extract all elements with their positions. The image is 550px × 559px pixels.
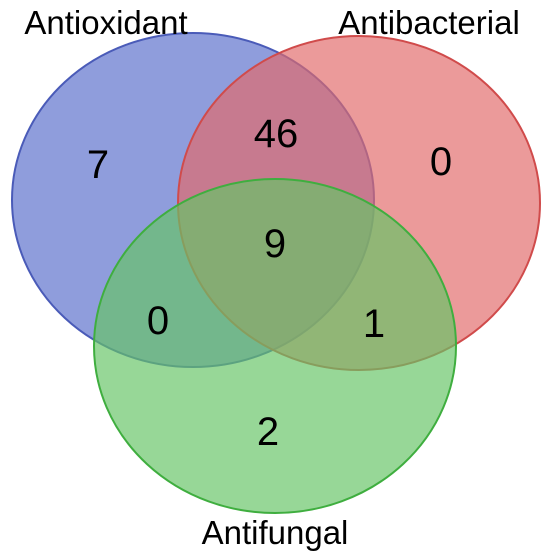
antioxidant-antifungal-count: 0 xyxy=(147,299,169,343)
antioxidant-label: Antioxidant xyxy=(24,4,187,41)
antibacterial-antifungal-count: 1 xyxy=(363,302,385,346)
antifungal-only-count: 2 xyxy=(257,410,279,454)
antibacterial-label: Antibacterial xyxy=(338,4,520,41)
antifungal-label: Antifungal xyxy=(202,514,349,551)
antioxidant-only-count: 7 xyxy=(87,143,109,187)
antibacterial-only-count: 0 xyxy=(430,140,452,184)
all-three-count: 9 xyxy=(264,222,286,266)
antifungal-circle xyxy=(93,178,457,514)
antioxidant-antibacterial-count: 46 xyxy=(254,112,299,156)
